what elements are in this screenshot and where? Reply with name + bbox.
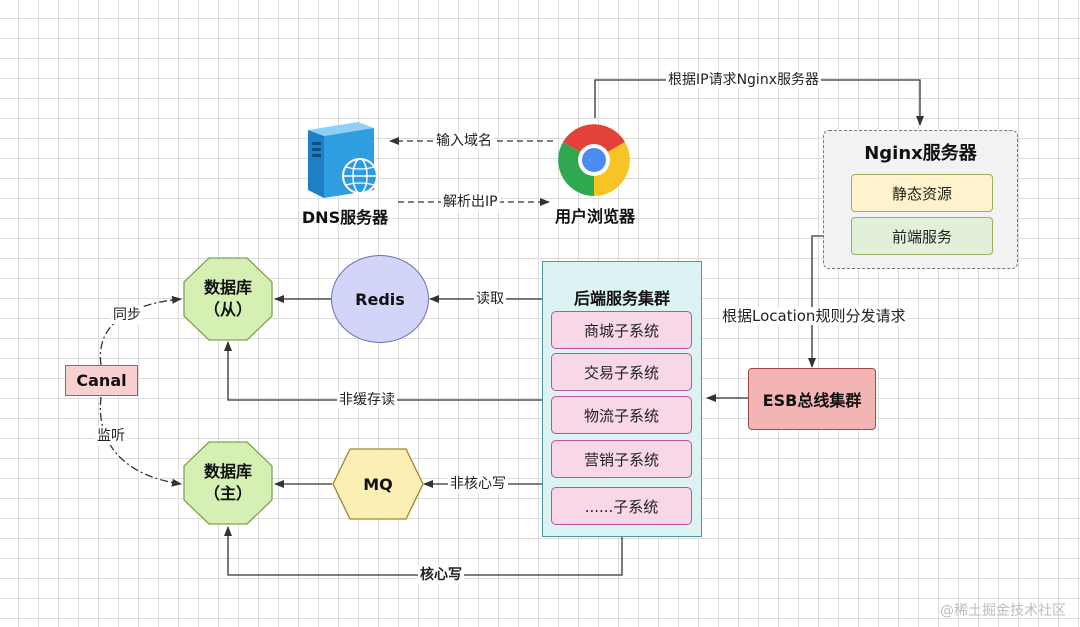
subsystem-trade: 交易子系统: [551, 353, 692, 391]
label-browser-to-nginx: 根据IP请求Nginx服务器: [666, 71, 821, 89]
dns-server-label: DNS服务器: [301, 208, 389, 227]
label-read: 读取: [474, 290, 506, 308]
canal-node: Canal: [65, 365, 138, 396]
label-non-core-write: 非核心写: [448, 475, 508, 493]
subsystem-other: ......子系统: [551, 487, 692, 525]
label-listen: 监听: [95, 427, 127, 445]
esb-cluster-node: ESB总线集群: [748, 368, 876, 430]
db-slave-line1: 数据库: [203, 278, 252, 297]
label-non-cache-read: 非缓存读: [337, 391, 397, 409]
label-sync: 同步: [111, 306, 143, 324]
label-input-domain: 输入域名: [434, 132, 494, 150]
subsystem-mall: 商城子系统: [551, 311, 692, 349]
db-slave-text: 数据库 （从）: [183, 257, 273, 341]
db-slave-node: 数据库 （从）: [183, 257, 273, 341]
redis-node: Redis: [331, 255, 429, 343]
backend-cluster-title: 后端服务集群: [573, 289, 670, 308]
label-resolve-ip: 解析出IP: [441, 193, 500, 211]
frontend-service-box: 前端服务: [851, 217, 993, 255]
chrome-browser-icon: [556, 122, 632, 198]
nginx-server-title: Nginx服务器: [864, 143, 977, 164]
db-master-line2: （主）: [203, 484, 252, 503]
watermark: @稀土掘金技术社区: [940, 603, 1066, 619]
label-location-dispatch: 根据Location规则分发请求: [720, 307, 908, 325]
mq-node: MQ: [332, 448, 424, 520]
static-resources-box: 静态资源: [851, 174, 993, 212]
edge-listen: [99, 396, 182, 487]
db-master-node: 数据库 （主）: [183, 441, 273, 525]
mq-label: MQ: [363, 474, 393, 494]
db-master-line1: 数据库: [203, 462, 252, 481]
subsystem-logistics: 物流子系统: [551, 396, 692, 434]
db-master-text: 数据库 （主）: [183, 441, 273, 525]
server-globe-icon: [304, 118, 384, 202]
label-core-write: 核心写: [418, 566, 464, 584]
edge-non-cache-read: [224, 341, 542, 401]
subsystem-marketing: 营销子系统: [551, 440, 692, 478]
browser-label: 用户浏览器: [554, 207, 635, 226]
db-slave-line2: （从）: [203, 300, 252, 319]
